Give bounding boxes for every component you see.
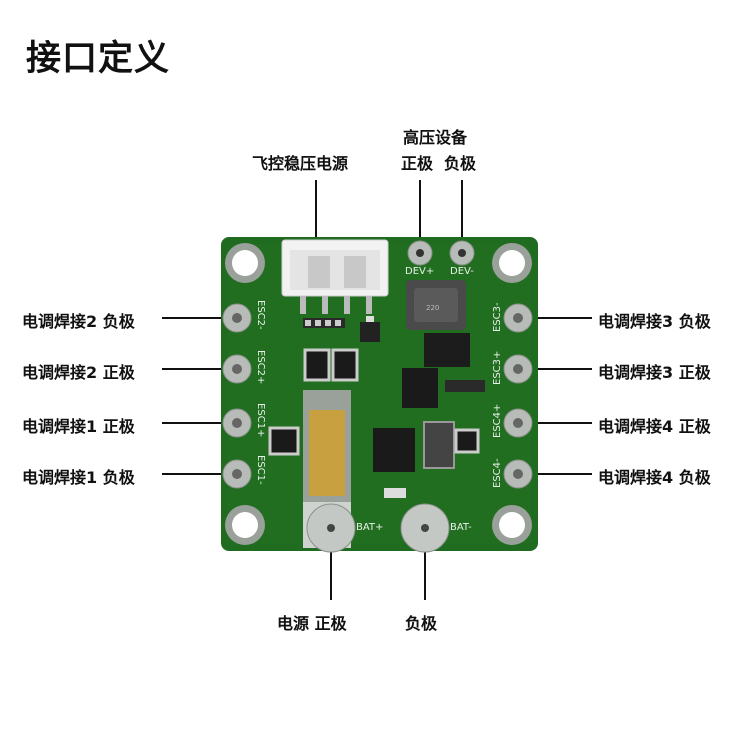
label-esc2-pos: 电调焊接2 正极 xyxy=(22,363,135,382)
esc-pads-left xyxy=(222,303,252,489)
page-title: 接口定义 xyxy=(26,39,171,79)
silk-esc4-pos: ESC4+ xyxy=(492,404,503,438)
silk-dev-pos: DEV+ xyxy=(405,266,434,277)
label-esc2-neg: 电调焊接2 负极 xyxy=(22,312,135,331)
silk-esc3-pos: ESC3+ xyxy=(492,351,503,385)
silk-esc2-neg: ESC2- xyxy=(255,300,266,330)
esc-pads-right xyxy=(503,303,533,489)
label-fc-power: 飞控稳压电源 xyxy=(252,154,349,173)
label-bat-pos: 电源 正极 xyxy=(277,614,347,633)
label-esc4-pos: 电调焊接4 正极 xyxy=(598,417,711,436)
silk-esc2-pos: ESC2+ xyxy=(255,350,266,384)
smd-components xyxy=(268,316,485,498)
svg-text:220: 220 xyxy=(426,304,439,312)
silk-esc3-neg: ESC3- xyxy=(492,302,503,332)
silk-bat-neg: BAT- xyxy=(450,522,472,533)
label-esc3-neg: 电调焊接3 负极 xyxy=(598,312,711,331)
label-esc4-neg: 电调焊接4 负极 xyxy=(598,468,711,487)
silk-bat-pos: BAT+ xyxy=(356,522,383,533)
label-esc3-pos: 电调焊接3 正极 xyxy=(598,363,711,382)
label-bat-neg: 负极 xyxy=(405,614,438,633)
silk-esc4-neg: ESC4- xyxy=(492,458,503,488)
silk-dev-neg: DEV- xyxy=(450,266,474,277)
mounting-holes xyxy=(225,243,532,545)
label-hv-device: 高压设备 xyxy=(403,128,468,147)
silk-esc1-neg: ESC1- xyxy=(255,455,266,485)
label-esc1-pos: 电调焊接1 正极 xyxy=(22,417,135,436)
label-hv-pos: 正极 xyxy=(401,154,434,173)
silk-esc1-pos: ESC1+ xyxy=(255,403,266,437)
jst-connector xyxy=(281,239,389,314)
label-esc1-neg: 电调焊接1 负极 xyxy=(22,468,135,487)
label-hv-neg: 负极 xyxy=(444,154,477,173)
